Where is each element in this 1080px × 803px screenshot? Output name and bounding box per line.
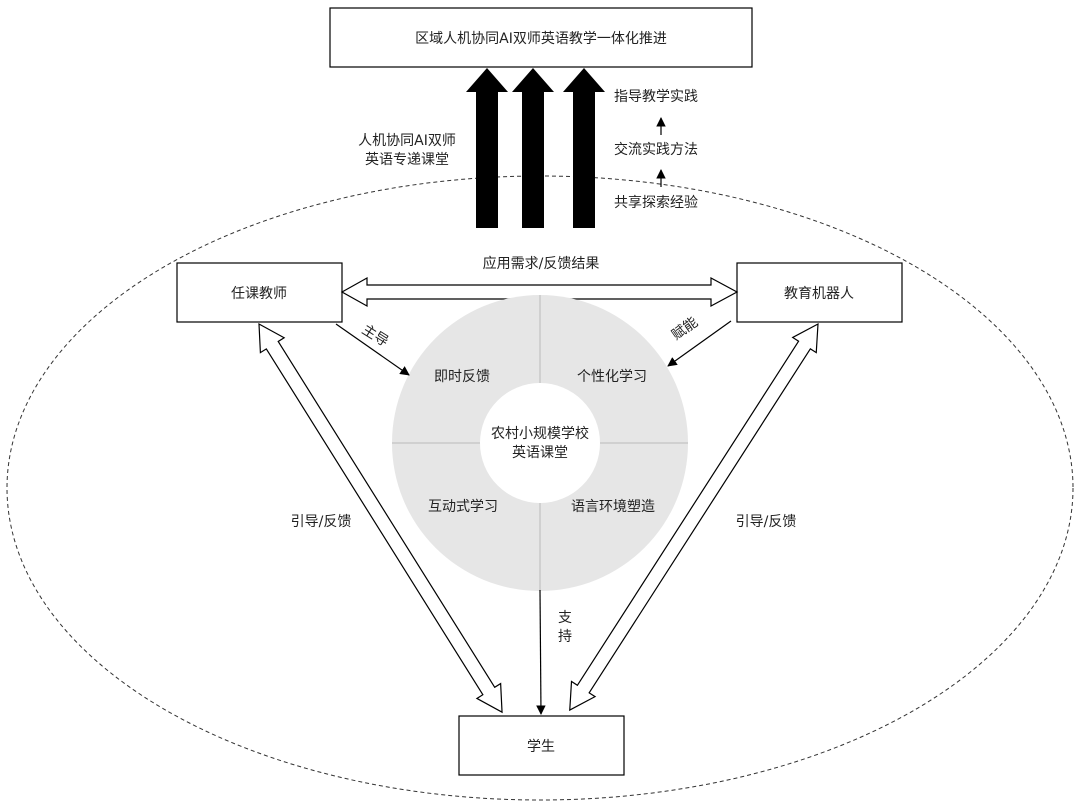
lead-arrow	[335, 323, 410, 376]
robot-box	[736, 262, 903, 323]
top-box-label: 区域人机协同AI双师英语教学一体化推进	[415, 30, 667, 47]
support-arrow	[536, 589, 546, 715]
left-note-line1: 人机协同AI双师	[358, 133, 456, 149]
left-note-line2: 英语专递课堂	[365, 151, 449, 168]
thick-arrow-1	[466, 68, 508, 228]
teacher-robot-double-arrow	[340, 276, 739, 308]
support-label-2: 持	[558, 629, 572, 645]
student-box	[458, 715, 625, 776]
thick-arrow-2	[512, 68, 554, 228]
empower-label: 赋能	[669, 314, 701, 343]
step-share-experience: 共享探索经验	[614, 194, 698, 211]
robot-label: 教育机器人	[784, 286, 854, 302]
teacher-label: 任课教师	[231, 286, 287, 302]
quadrant-interactive-learning: 互动式学习	[428, 499, 498, 515]
center-label-line2: 英语课堂	[512, 444, 568, 461]
empower-arrow	[667, 320, 732, 367]
student-label: 学生	[527, 739, 555, 755]
teacher-student-double-arrow	[258, 322, 503, 714]
lead-label: 主导	[359, 322, 391, 350]
quadrant-personalized-learning: 个性化学习	[577, 369, 647, 385]
step-guide-practice: 指导教学实践	[614, 89, 698, 105]
quadrant-language-environment: 语言环境塑造	[571, 499, 655, 515]
support-label-1: 支	[558, 610, 572, 626]
step-exchange-methods: 交流实践方法	[614, 141, 698, 158]
thick-arrow-3	[563, 68, 605, 228]
center-label-line1: 农村小规模学校	[491, 425, 589, 442]
teacher-box	[176, 262, 343, 323]
upward-thick-arrows	[466, 68, 605, 228]
right-feedback-label: 引导/反馈	[736, 514, 797, 530]
central-hub	[480, 383, 600, 503]
left-feedback-label: 引导/反馈	[291, 514, 352, 530]
quadrant-instant-feedback: 即时反馈	[434, 369, 490, 385]
robot-student-double-arrow	[569, 322, 819, 712]
top-link-label: 应用需求/反馈结果	[483, 255, 600, 272]
top-box	[329, 7, 753, 68]
